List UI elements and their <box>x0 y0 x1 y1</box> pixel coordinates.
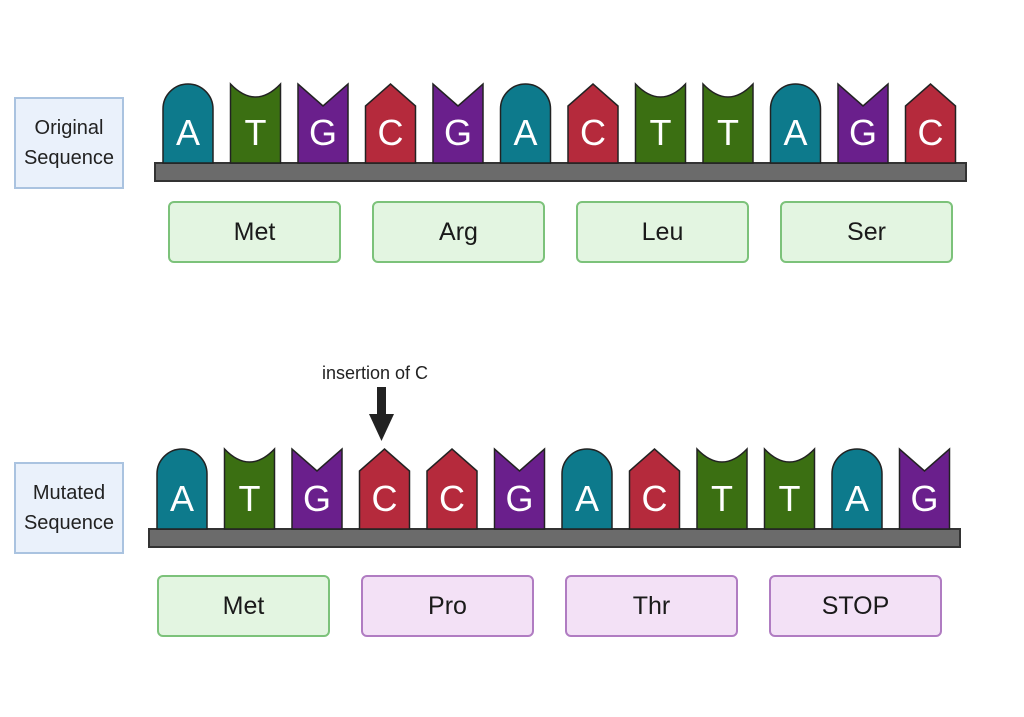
original-base-9-letter: T <box>717 112 739 153</box>
mutated-base-5-shape <box>426 448 478 530</box>
mutated-base-10-shape <box>763 447 816 530</box>
original-base-1-letter: A <box>176 112 200 153</box>
original-base-10-letter: A <box>783 112 807 153</box>
original-amino-acid-3: Leu <box>576 201 749 263</box>
original-base-5-shape <box>432 82 484 164</box>
mutated-amino-acid-3: Thr <box>565 575 738 637</box>
mutated-base-3-letter: G <box>303 478 331 519</box>
original-label-line1: Original <box>34 117 104 139</box>
mutated-base-1-letter: A <box>170 478 194 519</box>
original-base-12-letter: C <box>918 112 944 153</box>
mutated-label-line2: Sequence <box>23 512 115 534</box>
mutated-base-7-shape <box>561 448 613 530</box>
original-base-6-letter: A <box>513 112 537 153</box>
mutated-base-3-shape <box>291 447 343 530</box>
original-sequence-label: Original Sequence <box>14 97 124 189</box>
mutated-base-2-letter: T <box>239 478 261 519</box>
original-base-10-shape <box>769 83 822 164</box>
mutated-base-9-letter: T <box>711 478 733 519</box>
mutated-sequence-label: Mutated Sequence <box>14 462 124 554</box>
original-base-12-shape <box>904 83 957 164</box>
mutated-base-10-letter: T <box>779 478 801 519</box>
insertion-annotation: insertion of C <box>322 363 429 383</box>
mutated-base-4-letter: C <box>372 478 398 519</box>
mutated-base-11-letter: A <box>845 478 869 519</box>
original-base-8-shape <box>634 82 687 164</box>
mutated-base-8-letter: C <box>642 478 668 519</box>
original-base-11-letter: G <box>849 112 877 153</box>
original-base-2-letter: T <box>245 112 267 153</box>
original-amino-acid-4: Ser <box>780 201 953 263</box>
mutated-base-6-shape <box>493 447 546 530</box>
original-base-11-shape <box>837 82 889 164</box>
mutated-backbone <box>148 528 961 548</box>
original-backbone <box>154 162 967 182</box>
original-base-1-shape <box>162 83 214 164</box>
mutated-base-12-shape <box>898 447 951 530</box>
original-base-4-letter: C <box>378 112 404 153</box>
original-base-3-shape <box>297 82 349 164</box>
original-base-7-shape <box>567 83 619 164</box>
mutated-amino-acid-4: STOP <box>769 575 942 637</box>
mutated-base-11-shape <box>831 448 883 530</box>
mutated-base-7-letter: A <box>575 478 599 519</box>
original-base-3-letter: G <box>309 112 337 153</box>
mutated-base-9-shape <box>696 447 748 530</box>
mutated-base-1-shape <box>156 448 208 530</box>
original-base-7-letter: C <box>580 112 606 153</box>
original-label-line2: Sequence <box>23 147 115 169</box>
mutated-amino-acid-2: Pro <box>361 575 534 637</box>
mutated-base-5-letter: C <box>439 478 465 519</box>
original-base-6-shape <box>499 83 552 164</box>
mutated-base-12-letter: G <box>910 478 938 519</box>
original-base-2-shape <box>229 82 282 164</box>
original-base-9-shape <box>702 82 754 164</box>
original-base-5-letter: G <box>444 112 472 153</box>
mutated-base-8-shape <box>628 448 681 530</box>
mutated-base-4-shape <box>358 448 411 530</box>
mutated-label-line1: Mutated <box>32 482 106 504</box>
original-base-8-letter: T <box>650 112 672 153</box>
mutated-base-6-letter: G <box>505 478 533 519</box>
original-base-4-shape <box>364 83 417 164</box>
mutated-base-2-shape <box>223 447 276 530</box>
original-amino-acid-1: Met <box>168 201 341 263</box>
original-amino-acid-2: Arg <box>372 201 545 263</box>
down-arrow-icon <box>369 387 394 441</box>
mutated-amino-acid-1: Met <box>157 575 330 637</box>
